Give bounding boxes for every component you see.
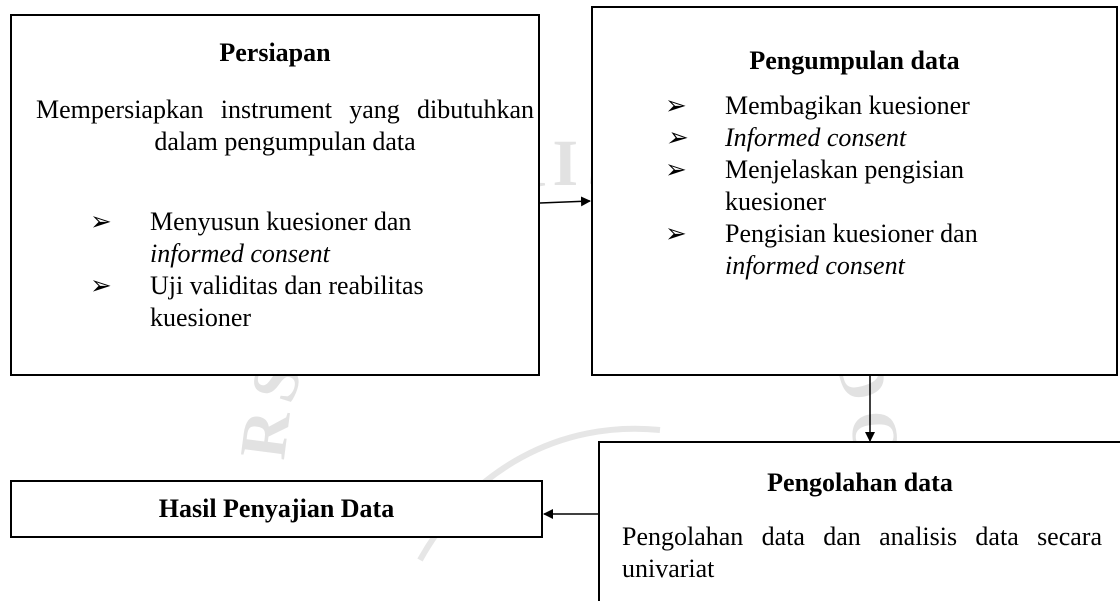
box-persiapan-description: Mempersiapkan instrument yang dibutuhkan… — [36, 95, 534, 156]
box-pengumpulan-list: ➢ Membagikan kuesioner ➢ Informed consen… — [665, 90, 1105, 282]
list-item: ➢ Uji validitas dan reabilitas kuesioner — [90, 271, 424, 332]
list-item: ➢ Membagikan kuesioner — [665, 91, 970, 120]
box-persiapan-title: Persiapan — [219, 38, 331, 67]
box-hasil: Hasil Penyajian Data — [10, 480, 543, 538]
list-item: ➢ Informed consent — [665, 123, 907, 152]
arrow-bullet-icon: ➢ — [90, 207, 112, 236]
arrow-persiapan-to-pengumpulan — [539, 196, 591, 207]
box-pengolahan: Pengolahan data Pengolahan data dan anal… — [598, 441, 1120, 601]
arrow-bullet-icon: ➢ — [90, 271, 112, 300]
box-pengolahan-description: Pengolahan data dan analisis data secara… — [622, 522, 1102, 583]
box-pengolahan-title: Pengolahan data — [767, 468, 953, 497]
box-pengumpulan-title: Pengumpulan data — [749, 46, 960, 75]
arrow-bullet-icon: ➢ — [665, 219, 687, 248]
list-item: ➢ Menyusun kuesioner dan informed consen… — [90, 207, 412, 268]
arrow-bullet-icon: ➢ — [665, 155, 687, 184]
box-hasil-title: Hasil Penyajian Data — [158, 494, 395, 523]
box-persiapan-list: ➢ Menyusun kuesioner dan informed consen… — [90, 206, 530, 334]
arrow-bullet-icon: ➢ — [665, 91, 687, 120]
list-item: ➢ Pengisian kuesioner dan informed conse… — [665, 219, 978, 280]
box-persiapan: Persiapan Mempersiapkan instrument yang … — [10, 14, 540, 376]
box-pengumpulan: Pengumpulan data ➢ Membagikan kuesioner … — [591, 6, 1118, 376]
list-item: ➢ Menjelaskan pengisian kuesioner — [665, 155, 964, 216]
arrow-bullet-icon: ➢ — [665, 123, 687, 152]
